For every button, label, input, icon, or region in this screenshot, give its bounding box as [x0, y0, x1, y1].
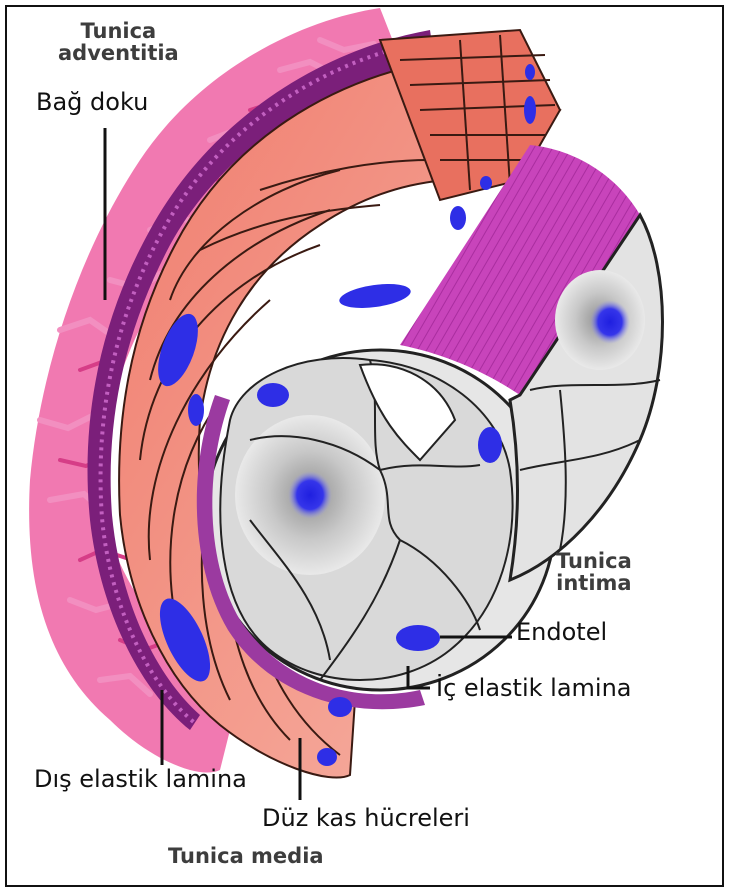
nucleus: [396, 625, 440, 651]
nucleus: [328, 697, 352, 717]
nucleus: [317, 748, 337, 766]
nucleus: [188, 394, 204, 426]
label-tunica-intima: Tunica intima: [556, 550, 632, 594]
nucleus: [525, 64, 535, 80]
nucleus: [257, 383, 289, 407]
lumen-cells: [205, 350, 555, 690]
label-duz-kas-hucreleri: Düz kas hücreleri: [262, 806, 470, 831]
label-dis-elastik-lamina: Dış elastik lamina: [34, 767, 247, 792]
nucleus: [450, 206, 466, 230]
nucleus: [338, 280, 412, 312]
nucleus: [288, 471, 332, 519]
nucleus: [480, 176, 492, 190]
label-endotel: Endotel: [516, 620, 607, 645]
label-tunica-adventitia: Tunica adventitia: [58, 20, 179, 64]
nucleus: [478, 427, 502, 463]
nucleus: [590, 300, 630, 344]
label-tunica-media: Tunica media: [168, 845, 324, 867]
label-ic-elastik-lamina: İç elastik lamina: [436, 676, 632, 701]
label-bag-doku: Bağ doku: [36, 90, 148, 115]
nucleus: [524, 96, 536, 124]
